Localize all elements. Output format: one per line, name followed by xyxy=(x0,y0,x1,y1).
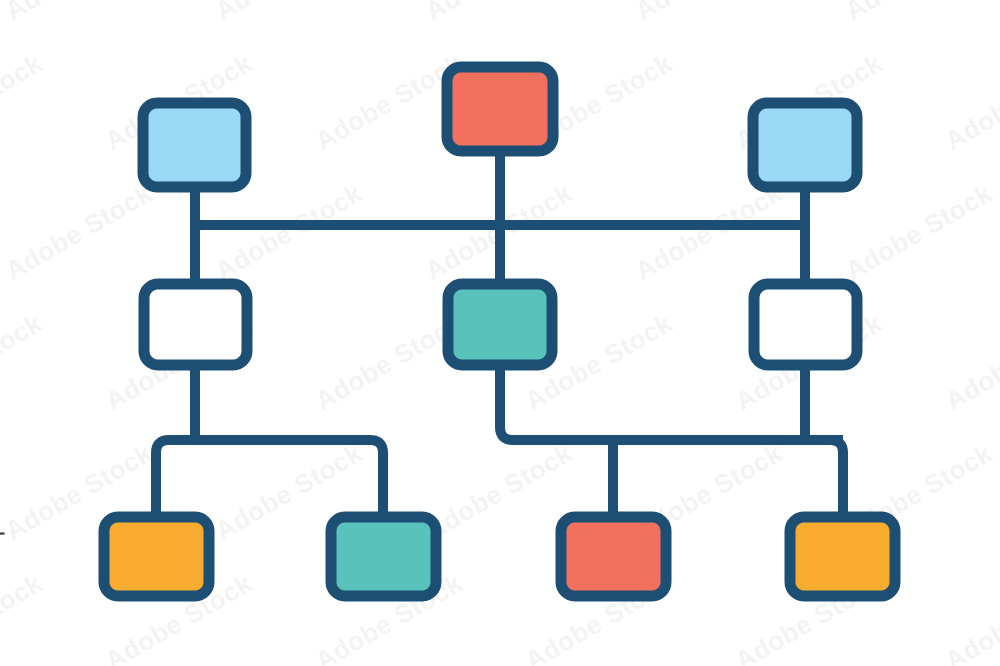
node-top-right-node[interactable] xyxy=(747,97,863,193)
node-bottom-node-1[interactable] xyxy=(98,511,215,602)
nodes-group xyxy=(98,61,901,602)
node-bottom-node-4[interactable] xyxy=(784,511,901,602)
node-mid-left-node[interactable] xyxy=(138,278,253,371)
node-top-center-node[interactable] xyxy=(441,61,559,157)
node-top-left-node[interactable] xyxy=(137,97,252,193)
connector-mid-center-to-right-bracket xyxy=(495,365,843,445)
node-bottom-node-3[interactable] xyxy=(555,511,672,602)
node-mid-right-node[interactable] xyxy=(748,278,863,371)
connector-right-bracket-to-node-4 xyxy=(829,435,848,517)
node-mid-center-node[interactable] xyxy=(442,278,558,371)
connector-left-bracket xyxy=(151,435,388,517)
connectors-group xyxy=(151,151,848,517)
watermark-side-text: Adobe Stock | #153625 4267 xyxy=(0,401,5,660)
node-bottom-node-2[interactable] xyxy=(325,511,442,602)
